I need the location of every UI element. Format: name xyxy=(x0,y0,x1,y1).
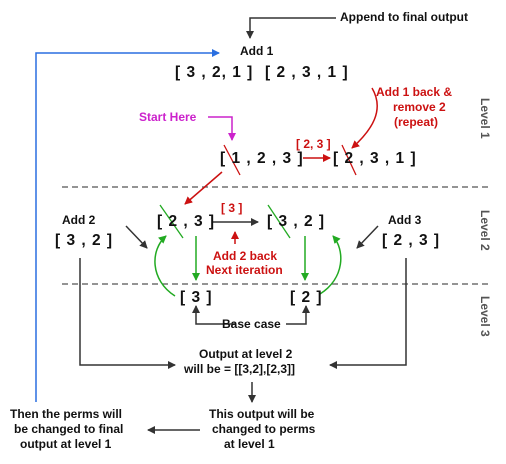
output-arrow-right xyxy=(329,258,407,369)
level2-label: Level 2 xyxy=(478,210,492,251)
start-here-label: Start Here xyxy=(139,110,197,124)
perm-231-top: [ 2 , 3 , 1 ] xyxy=(265,64,349,81)
perm-23: [ 2 , 3 ] xyxy=(157,213,216,230)
swap-23-label: [ 2, 3 ] xyxy=(296,137,331,151)
return-arrow-left xyxy=(154,235,176,297)
add3-arrow xyxy=(356,225,379,249)
remove2-label: remove 2 xyxy=(393,100,446,114)
level1-label: Level 1 xyxy=(478,98,492,139)
perm-321: [ 3 , 2, 1 ] xyxy=(175,64,254,81)
add1-label: Add 1 xyxy=(240,44,274,58)
perm-23-right: [ 2 , 3 ] xyxy=(382,232,441,249)
perm-32: [ 3 , 2 ] xyxy=(267,213,326,230)
return-arrow-right xyxy=(319,235,342,295)
changed-perms-line3: at level 1 xyxy=(224,437,275,451)
append-final-label: Append to final output xyxy=(340,10,468,24)
then-perms-line3: output at level 1 xyxy=(20,437,112,451)
add3-label: Add 3 xyxy=(388,213,422,227)
leaf-2: [ 2 ] xyxy=(290,289,323,306)
add1-back-label: Add 1 back & xyxy=(376,85,453,99)
perm-32-left: [ 3 , 2 ] xyxy=(55,232,114,249)
perm-123: [ 1 , 2 , 3 ] xyxy=(220,150,304,167)
then-perms-line2: be changed to final xyxy=(14,422,124,436)
next-iteration-label: Next iteration xyxy=(206,263,283,277)
then-perms-line1: Then the perms will xyxy=(10,407,123,421)
base-case-bracket xyxy=(192,305,236,325)
repeat-label: (repeat) xyxy=(394,115,439,129)
add1-back-arrow xyxy=(351,87,378,149)
add2-back-label: Add 2 back xyxy=(213,249,278,263)
swap-3-label: [ 3 ] xyxy=(221,201,243,215)
add2-arrow xyxy=(125,225,148,249)
descend-arrow xyxy=(184,171,223,205)
output-level2-line2: will be = [[3,2],[2,3]] xyxy=(184,362,296,376)
level3-label: Level 3 xyxy=(478,296,492,337)
changed-perms-line2: changed to perms xyxy=(212,422,316,436)
add2-label: Add 2 xyxy=(62,213,96,227)
append-arrow xyxy=(246,17,336,39)
output-arrow-left xyxy=(79,258,176,369)
base-case-label: Base case xyxy=(222,317,281,331)
start-here-arrow xyxy=(208,116,236,141)
perm-231-mid: [ 2 , 3 , 1 ] xyxy=(333,150,417,167)
output-level2-line1: Output at level 2 xyxy=(199,347,293,361)
leaf-3: [ 3 ] xyxy=(180,289,213,306)
final-output-loop-arrow xyxy=(35,49,220,402)
changed-perms-line1: This output will be xyxy=(209,407,315,421)
